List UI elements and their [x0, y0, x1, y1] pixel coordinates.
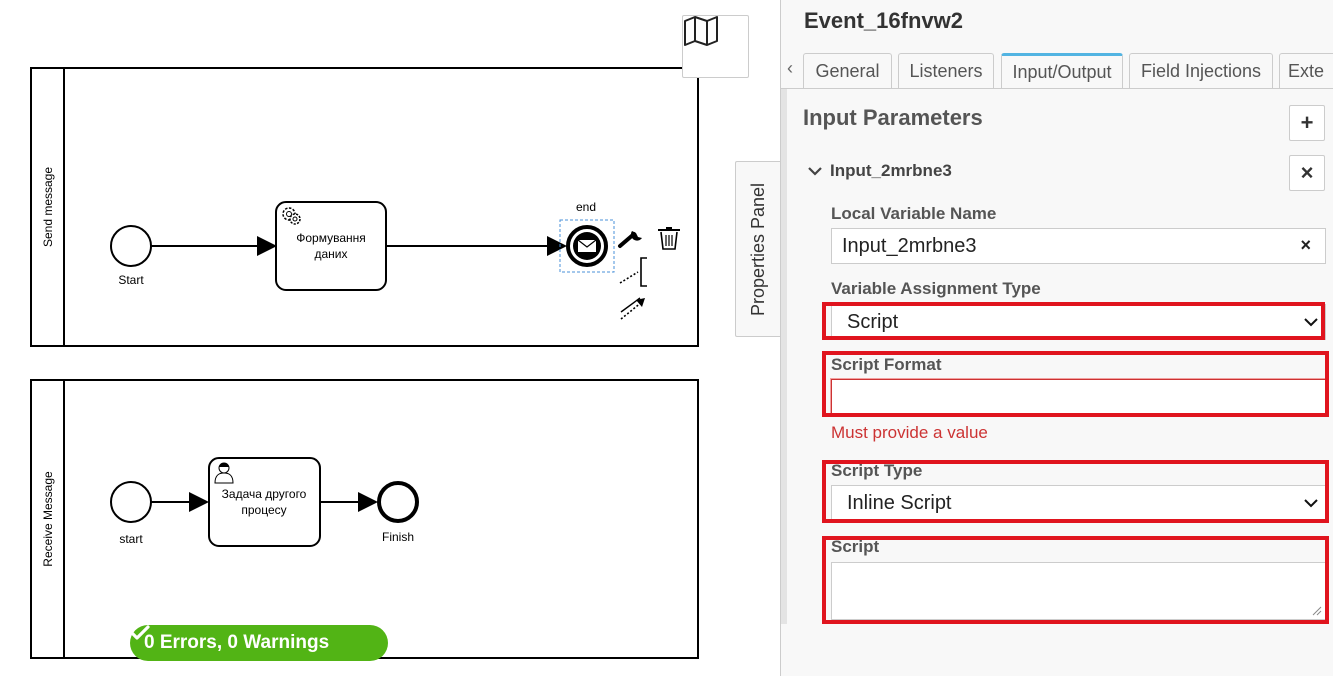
minimap-toggle-button[interactable]: [682, 15, 749, 78]
end-event-bottom[interactable]: Finish: [377, 481, 419, 544]
tab-extensions[interactable]: Exte: [1279, 53, 1333, 88]
chevron-down-icon: [1304, 318, 1318, 327]
lane-label-receive: Receive Message: [41, 471, 55, 567]
chevron-down-icon: [1304, 499, 1318, 508]
assignment-type-value: Script: [847, 310, 899, 333]
properties-panel-toggle-label: Properties Panel: [748, 182, 769, 316]
parameter-name: Input_2mrbne3: [830, 161, 952, 180]
tab-scroll-left[interactable]: ‹: [787, 58, 793, 78]
tab-listeners[interactable]: Listeners: [898, 53, 994, 88]
assignment-type-label: Variable Assignment Type: [831, 279, 1041, 298]
text-annotation-icon[interactable]: [619, 257, 647, 287]
properties-panel: Event_16fnvw2 ‹ General Listeners Input/…: [780, 0, 1333, 676]
task-label-bottom-1: Задача другого: [222, 487, 307, 501]
section-title-input-parameters: Input Parameters: [803, 105, 983, 130]
assignment-type-select[interactable]: Script: [831, 304, 1326, 340]
bpmn-canvas[interactable]: Send message Start Формування даних: [0, 0, 782, 676]
gear-icon: [282, 207, 301, 225]
end-event-message-selected[interactable]: end: [559, 200, 615, 273]
end-label-bottom: Finish: [382, 530, 414, 544]
connect-icon[interactable]: [620, 297, 645, 320]
resize-handle-icon[interactable]: [1312, 606, 1322, 616]
remove-parameter-button[interactable]: ×: [1289, 155, 1325, 191]
script-textarea[interactable]: [831, 562, 1326, 620]
task-label-top-1: Формування: [296, 231, 366, 245]
start-label-top: Start: [118, 273, 144, 287]
properties-panel-toggle[interactable]: Properties Panel: [735, 161, 782, 337]
panel-scrollbar[interactable]: [781, 89, 787, 624]
linting-status-button[interactable]: 0 Errors, 0 Warnings: [130, 625, 388, 661]
script-label: Script: [831, 537, 880, 556]
service-task-top[interactable]: Формування даних: [275, 201, 387, 291]
parameter-collapse-toggle[interactable]: Input_2mrbne3: [808, 161, 952, 181]
tab-input-output[interactable]: Input/Output: [1001, 53, 1123, 88]
local-variable-label: Local Variable Name: [831, 204, 997, 223]
local-variable-input[interactable]: Input_2mrbne3 ×: [831, 228, 1326, 264]
envelope-icon: [577, 239, 597, 252]
wrench-icon[interactable]: [618, 231, 642, 248]
script-format-label: Script Format: [831, 355, 942, 374]
diagram-svg: Send message Start Формування даних: [30, 67, 699, 659]
add-parameter-button[interactable]: +: [1289, 105, 1325, 141]
local-variable-value: Input_2mrbne3: [842, 234, 977, 257]
clear-input-button[interactable]: ×: [1300, 235, 1311, 255]
tab-field-injections[interactable]: Field Injections: [1129, 53, 1273, 88]
start-event-bottom[interactable]: start: [110, 481, 152, 546]
script-type-value: Inline Script: [847, 491, 952, 514]
map-icon: [684, 16, 718, 46]
end-label-top: end: [576, 200, 596, 214]
start-label-bottom: start: [119, 532, 143, 546]
element-id-title: Event_16fnvw2: [804, 8, 963, 33]
script-format-error: Must provide a value: [831, 423, 988, 442]
tab-divider: [781, 88, 1333, 89]
user-task-bottom[interactable]: Задача другого процесу: [208, 457, 321, 547]
task-label-top-2: даних: [314, 247, 347, 261]
script-format-input[interactable]: [831, 379, 1326, 414]
status-text: 0 Errors, 0 Warnings: [144, 632, 330, 653]
tab-general[interactable]: General: [803, 53, 892, 88]
lane-label-send: Send message: [41, 167, 55, 247]
task-label-bottom-2: процесу: [241, 503, 286, 517]
chevron-down-icon: [808, 167, 822, 176]
user-icon: [214, 462, 234, 484]
check-icon: [130, 625, 150, 640]
start-event-top[interactable]: Start: [110, 225, 152, 287]
script-type-label: Script Type: [831, 461, 923, 480]
trash-icon[interactable]: [658, 227, 680, 250]
script-type-select[interactable]: Inline Script: [831, 485, 1326, 521]
